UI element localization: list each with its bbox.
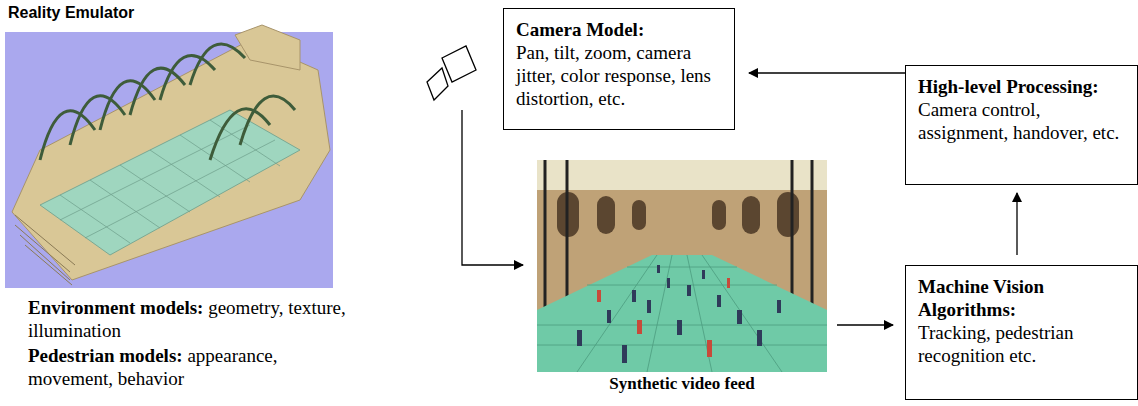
sky-background bbox=[5, 32, 333, 288]
process-box: Machine Vision Algorithms:Tracking, pede… bbox=[905, 265, 1138, 400]
pedestrian-shirts bbox=[597, 278, 730, 357]
floor-grid bbox=[60, 120, 280, 243]
floor-tiles bbox=[537, 255, 827, 372]
process-box: Camera Model:Pan, tilt, zoom, camera jit… bbox=[503, 8, 735, 130]
camera-feed-arrow bbox=[462, 110, 523, 265]
flow-arrow bbox=[749, 72, 905, 73]
tiled-floor bbox=[537, 255, 827, 372]
box-body: Camera control, assignment, handover, et… bbox=[918, 98, 1127, 144]
skylight bbox=[537, 160, 827, 190]
box-heading: Machine Vision Algorithms: bbox=[918, 275, 1127, 321]
rear-tower bbox=[235, 25, 300, 70]
box-body: Pan, tilt, zoom, camera jitter, color re… bbox=[516, 41, 724, 110]
box-heading: Camera Model: bbox=[516, 18, 724, 41]
stairs bbox=[15, 215, 75, 285]
camera-icon bbox=[427, 46, 476, 100]
flow-arrow bbox=[837, 324, 893, 325]
illustration-title: Reality Emulator bbox=[8, 3, 134, 23]
model-description: Pedestrian models:appearance, movement, … bbox=[28, 344, 348, 390]
process-box: High-level Processing:Camera control, as… bbox=[905, 65, 1138, 185]
pedestrians bbox=[577, 265, 781, 363]
video-frame-illustration bbox=[537, 160, 827, 372]
building-shell bbox=[12, 40, 330, 280]
box-heading: High-level Processing: bbox=[918, 75, 1127, 98]
illustration-title-text: Reality Emulator bbox=[8, 4, 134, 21]
figure-caption: Synthetic video feed bbox=[537, 374, 827, 394]
hall-walls bbox=[537, 160, 827, 372]
wall-windows bbox=[557, 192, 799, 237]
model-description: Environment models:geometry, texture, il… bbox=[28, 296, 348, 342]
box-body: Tracking, pedestrian recognition etc. bbox=[918, 321, 1127, 367]
hall-floor bbox=[40, 110, 300, 255]
model-name: Environment models: bbox=[28, 297, 203, 318]
video-feed-node: Synthetic video feed bbox=[537, 160, 827, 400]
flow-arrow bbox=[1016, 193, 1017, 255]
model-name: Pedestrian models: bbox=[28, 345, 183, 366]
